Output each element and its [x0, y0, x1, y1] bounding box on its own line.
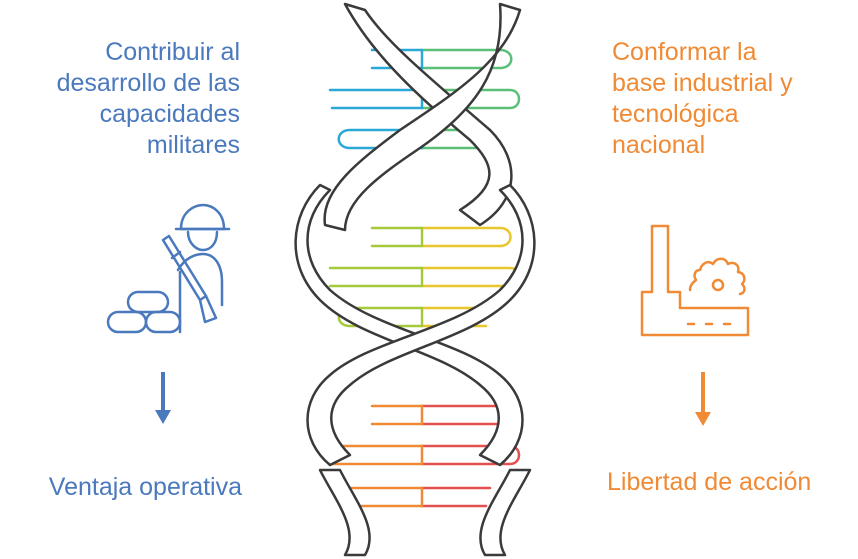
dna-helix-icon: [294, 2, 536, 557]
left-heading: Contribuir al desarrollo de las capacida…: [56, 38, 240, 159]
soldier-icon: [106, 203, 231, 334]
right-arrow-icon: [695, 372, 711, 426]
right-heading: Conformar la base industrial y tecnológi…: [612, 38, 793, 159]
left-outcome-label: Ventaja operativa: [48, 473, 242, 501]
factory-icon: [640, 224, 750, 337]
left-arrow-icon: [155, 372, 171, 424]
right-outcome-label: Libertad de acción: [607, 468, 812, 496]
